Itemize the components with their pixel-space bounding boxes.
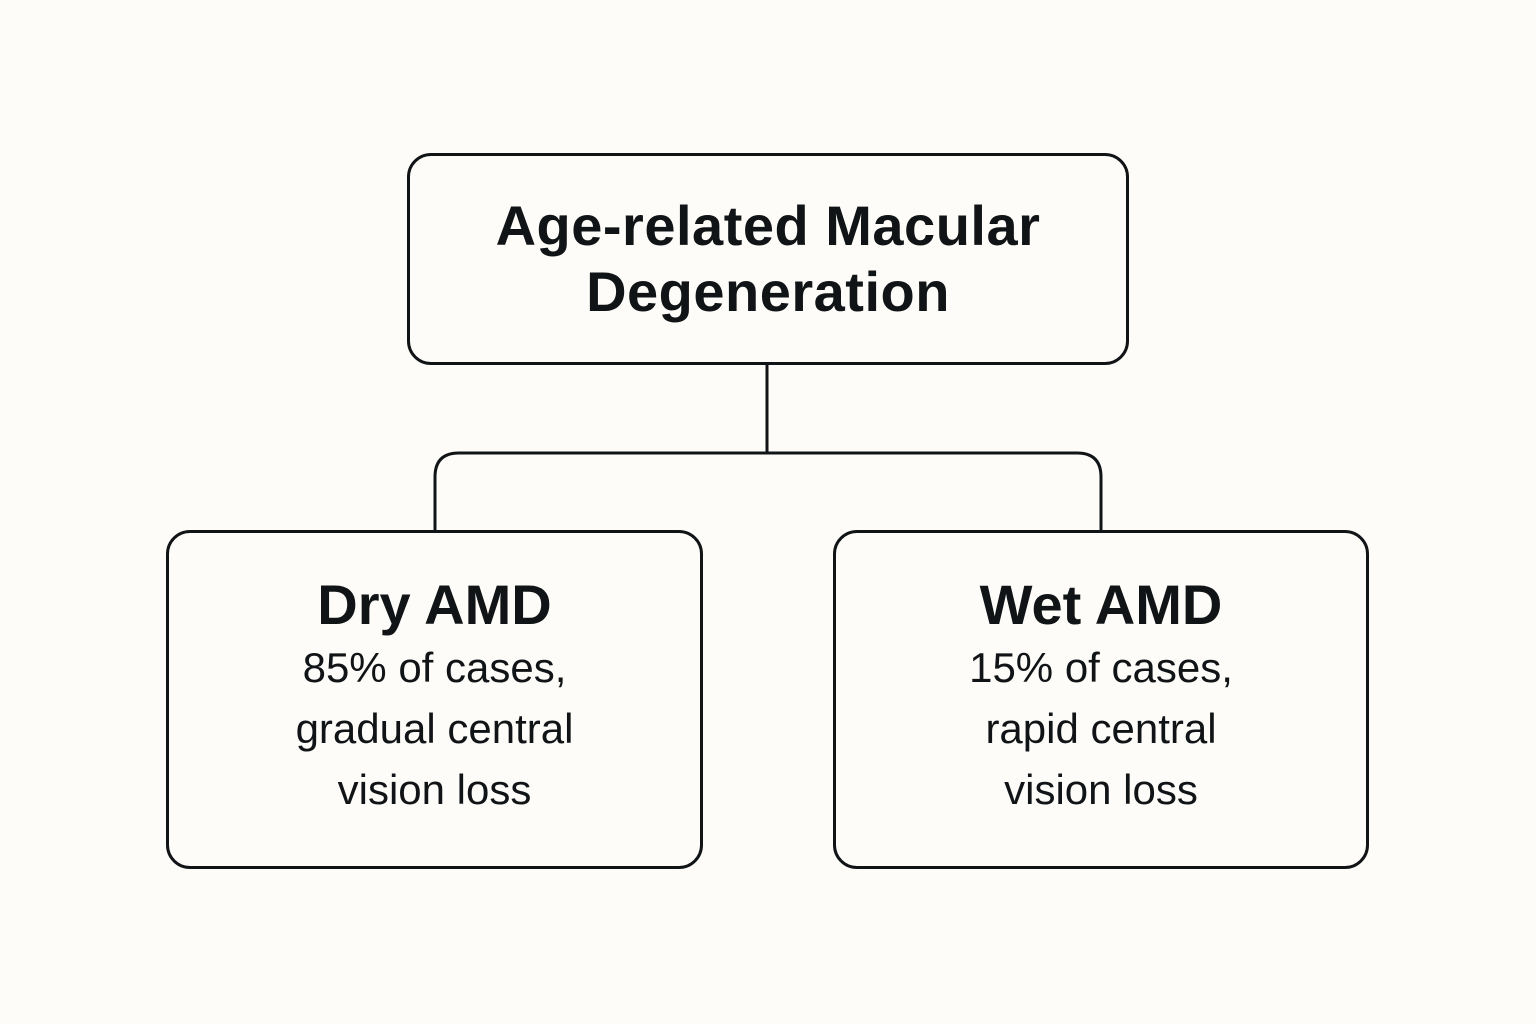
root-node-title-line1: Age-related Macular bbox=[495, 194, 1041, 257]
wet-amd-desc-line3: vision loss bbox=[1004, 766, 1198, 813]
dry-amd-title: Dry AMD bbox=[317, 573, 552, 636]
root-node-title-line2: Degeneration bbox=[586, 260, 950, 323]
wet-amd-desc-line1: 15% of cases, bbox=[969, 644, 1233, 691]
wet-amd-desc-line2: rapid central bbox=[985, 705, 1217, 752]
root-node-amd: Age-related Macular Degeneration bbox=[407, 153, 1129, 365]
child-node-wet-amd: Wet AMD 15% of cases, rapid central visi… bbox=[833, 530, 1369, 869]
dry-amd-desc-line1: 85% of cases, bbox=[302, 644, 567, 691]
dry-amd-desc-line3: vision loss bbox=[337, 766, 532, 813]
child-node-dry-amd: Dry AMD 85% of cases, gradual central vi… bbox=[166, 530, 703, 869]
dry-amd-desc-line2: gradual central bbox=[295, 705, 574, 752]
wet-amd-title: Wet AMD bbox=[979, 573, 1223, 636]
connector-branch bbox=[433, 451, 1103, 530]
